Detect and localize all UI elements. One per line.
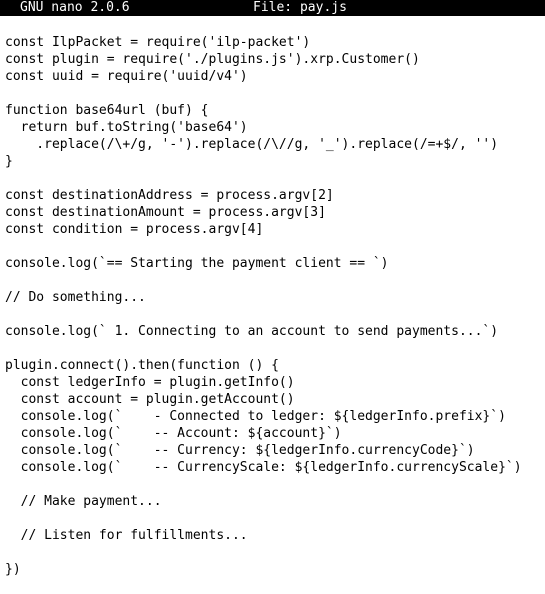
code-line: // Do something... [5, 290, 146, 305]
code-line: console.log(` -- CurrencyScale: ${ledger… [5, 460, 522, 475]
code-line: console.log(` 1. Connecting to an accoun… [5, 324, 499, 339]
code-line [5, 476, 543, 493]
code-line: const destinationAddress = process.argv[… [5, 188, 334, 203]
code-line [5, 85, 543, 102]
code-line [5, 238, 543, 255]
code-line: plugin.connect().then(function () { [5, 358, 279, 373]
code-line [5, 272, 543, 289]
code-line: }) [5, 562, 21, 577]
code-line: return buf.toString('base64') [5, 120, 248, 135]
code-line: const ledgerInfo = plugin.getInfo() [5, 375, 295, 390]
code-line: const plugin = require('./plugins.js').x… [5, 52, 420, 67]
code-line: console.log(` - Connected to ledger: ${l… [5, 409, 506, 424]
code-line: // Listen for fulfillments... [5, 528, 248, 543]
code-line [5, 170, 543, 187]
code-line [5, 340, 543, 357]
code-line: const destinationAmount = process.argv[3… [5, 205, 326, 220]
code-line: function base64url (buf) { [5, 103, 209, 118]
code-line [5, 544, 543, 561]
code-line: console.log(` -- Currency: ${ledgerInfo.… [5, 443, 475, 458]
file-name-label: File: pay.js [253, 0, 347, 15]
code-line: // Make payment... [5, 494, 162, 509]
code-line: console.log(`== Starting the payment cli… [5, 256, 389, 271]
nano-title-bar: GNU nano 2.0.6 File: pay.js [0, 0, 545, 16]
editor-text-area[interactable]: const IlpPacket = require('ilp-packet') c… [5, 34, 543, 578]
code-line [5, 306, 543, 323]
code-line: } [5, 154, 13, 169]
code-line: .replace(/\+/g, '-').replace(/\//g, '_')… [5, 137, 499, 152]
code-line: const account = plugin.getAccount() [5, 392, 295, 407]
app-version-label: GNU nano 2.0.6 [20, 0, 130, 15]
code-line [5, 510, 543, 527]
code-line: console.log(` -- Account: ${account}`) [5, 426, 342, 441]
code-line: const uuid = require('uuid/v4') [5, 69, 248, 84]
code-line: const IlpPacket = require('ilp-packet') [5, 35, 311, 50]
code-line: const condition = process.argv[4] [5, 222, 264, 237]
